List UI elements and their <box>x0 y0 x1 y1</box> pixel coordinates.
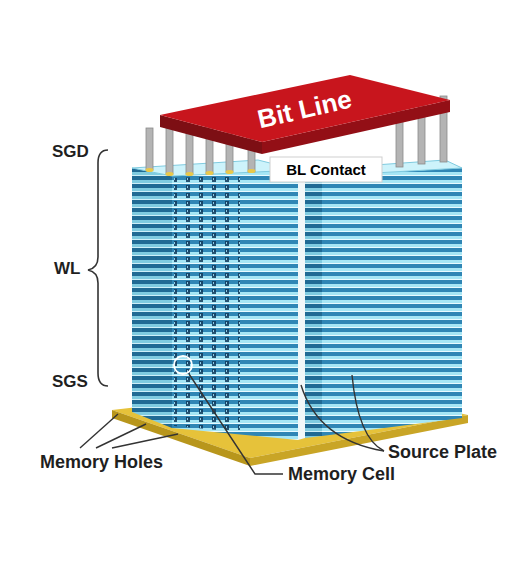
bl-contact-box <box>270 157 382 182</box>
memory-hole-columns <box>174 175 240 432</box>
part-name: Bit Line <box>255 84 355 136</box>
part-name: Memory Cell <box>288 464 395 486</box>
stack-side <box>132 168 172 428</box>
part-name: BL Contact <box>286 161 366 179</box>
pillar-caps <box>146 168 256 176</box>
signal-name: SGS <box>52 372 88 392</box>
stack-front <box>322 168 462 436</box>
stack-front <box>172 170 298 440</box>
part-name: Memory Holes <box>40 452 163 474</box>
stack-side <box>305 170 322 438</box>
part-name: Source Plate <box>388 442 497 464</box>
bit-line-plate <box>160 75 450 142</box>
signal-name: WL <box>54 259 80 279</box>
signal-name: SGD <box>52 142 89 162</box>
memory-cell-marker <box>174 356 192 374</box>
wl-bracket <box>88 150 108 386</box>
slit <box>298 170 305 440</box>
